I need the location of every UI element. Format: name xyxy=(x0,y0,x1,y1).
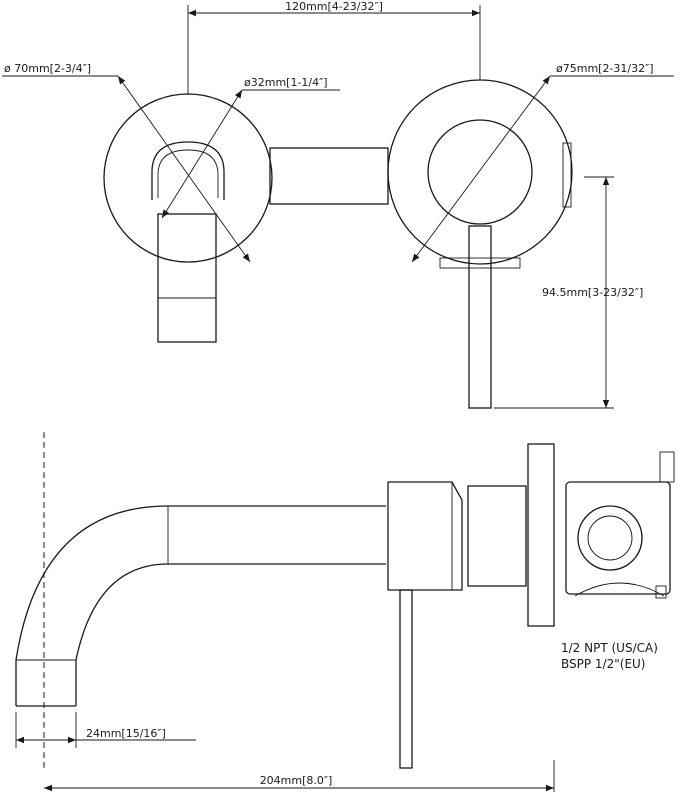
right-handle-base xyxy=(427,119,533,225)
connecting-body xyxy=(269,147,389,205)
thread-note-us: 1/2 NPT (US/CA) xyxy=(561,641,658,655)
side-lever-handle xyxy=(399,589,413,769)
valve-body xyxy=(387,481,463,591)
dim-center-spacing: 120mm[4-23/32″] xyxy=(285,0,383,13)
dim-spout-thickness: 24mm[15/16″] xyxy=(86,727,166,740)
side-view: 1/2 NPT (US/CA) BSPP 1/2"(EU) 24mm[15/16… xyxy=(15,432,675,792)
dim-handle-base: ø32mm[1-1/4″] xyxy=(244,76,328,89)
spout-inner xyxy=(75,563,386,706)
dim-escutcheon-right: ø75mm[2-31/32″] xyxy=(556,62,654,75)
dim-escutcheon-left: ø 70mm[2-3/4″] xyxy=(4,62,91,75)
valve-collar xyxy=(467,485,527,587)
wall-flange xyxy=(527,443,555,627)
front-view: 120mm[4-23/32″] ø 70mm[2-3/4″] ø32mm[1-1… xyxy=(2,0,674,409)
right-lever-handle xyxy=(468,225,492,409)
rough-in-valve xyxy=(565,481,671,595)
spout-outer xyxy=(15,505,386,706)
left-lever-handle xyxy=(157,213,217,343)
dim-handle-length: 94.5mm[3-23/32″] xyxy=(542,286,643,299)
left-escutcheon xyxy=(103,93,273,263)
right-escutcheon xyxy=(387,79,573,265)
dim-spout-reach: 204mm[8.0″] xyxy=(260,774,333,787)
thread-note-eu: BSPP 1/2"(EU) xyxy=(561,657,646,671)
left-handle-base xyxy=(151,141,225,200)
